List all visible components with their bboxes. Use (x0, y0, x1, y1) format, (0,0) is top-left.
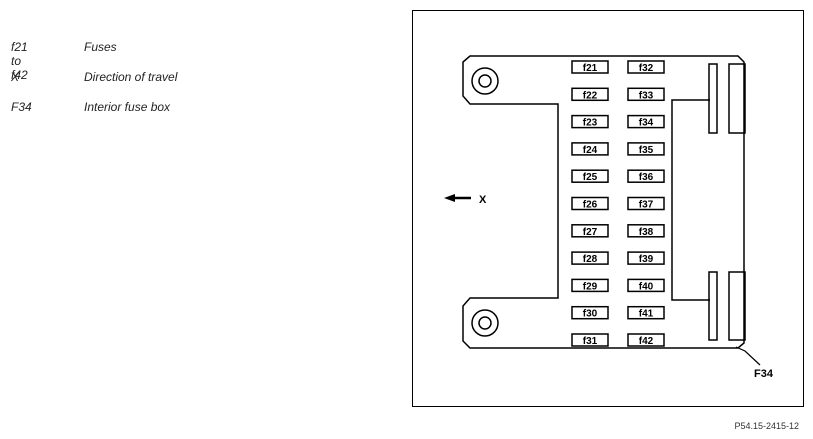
fuse-body (571, 169, 609, 183)
fuse-body (627, 251, 665, 265)
fuse-body (627, 114, 665, 129)
fuse-f40: f40 (627, 278, 665, 293)
fuse-body (571, 333, 609, 347)
mounting-hole-top (471, 67, 499, 95)
fuse-body (627, 169, 665, 183)
fuse-label: f29 (583, 281, 598, 292)
legend-description: Direction of travel (84, 70, 178, 84)
relay-slot-lower-outer (728, 271, 746, 341)
direction-arrow (444, 194, 471, 202)
fuse-label: f38 (639, 227, 654, 238)
fuse-label: f33 (639, 90, 654, 101)
fuse-label: f27 (583, 227, 598, 238)
fuse-body (571, 305, 609, 320)
fuse-f42: f42 (627, 333, 665, 347)
fuse-label: f26 (583, 200, 598, 211)
box-label: F34 (754, 368, 774, 380)
fuse-label: f25 (583, 172, 598, 183)
fuse-body (571, 142, 609, 156)
fuse-label: f41 (639, 309, 654, 320)
legend-key: F34 (11, 100, 32, 114)
fuse-f36: f36 (627, 169, 665, 183)
fuse-label: f31 (583, 336, 598, 347)
fuse-f24: f24 (571, 142, 609, 156)
fuse-body (571, 87, 609, 102)
fuse-f38: f38 (627, 224, 665, 238)
relay-slot-upper-outer (728, 63, 746, 134)
legend-description: Fuses (84, 40, 117, 54)
fuse-label: f37 (639, 200, 654, 211)
fuse-f25: f25 (571, 169, 609, 183)
fuse-f41: f41 (627, 305, 665, 320)
fuse-f23: f23 (571, 114, 609, 129)
fuse-f28: f28 (571, 251, 609, 265)
fuse-body (571, 114, 609, 129)
fuse-body (627, 333, 665, 347)
fuse-f29: f29 (571, 278, 609, 293)
legend-key: f21 to f42 (11, 40, 28, 82)
legend-key: X (11, 70, 20, 84)
fuse-body (571, 196, 609, 211)
relay-slot-lower-inner (708, 271, 718, 341)
fuse-label: f23 (583, 118, 598, 129)
fuse-f32: f32 (627, 60, 665, 74)
legend-description: Interior fuse box (84, 100, 171, 114)
fuse-label: f32 (639, 63, 654, 74)
fuse-label: f39 (639, 254, 654, 265)
relay-slot-upper-inner (708, 63, 718, 134)
fuse-box-recess (671, 99, 710, 301)
fuse-label: f42 (639, 336, 654, 347)
fuse-label: f40 (639, 281, 654, 292)
fuse-body (627, 305, 665, 320)
fuse-body (571, 224, 609, 238)
fuse-label: f21 (583, 63, 598, 74)
fuse-f37: f37 (627, 196, 665, 211)
fuse-label: f30 (583, 309, 598, 320)
fuse-f21: f21 (571, 60, 609, 74)
fuse-body (571, 60, 609, 74)
fuse-label: f22 (583, 90, 598, 101)
fuse-body (571, 278, 609, 293)
fuse-f22: f22 (571, 87, 609, 102)
fuse-f33: f33 (627, 87, 665, 102)
fuse-body (627, 196, 665, 211)
fuse-f39: f39 (627, 251, 665, 265)
fuse-label: f35 (639, 145, 654, 156)
mounting-hole-bottom (471, 309, 499, 337)
fuse-f26: f26 (571, 196, 609, 211)
fuse-f27: f27 (571, 224, 609, 238)
fuse-body (627, 224, 665, 238)
fuse-array: f21 f22 f23 f24 f25 f26 f27 f28 f29 f30 f31 f32 f33 f… (571, 60, 665, 347)
fuse-body (627, 87, 665, 102)
direction-label: X (479, 194, 487, 206)
fuse-f34: f34 (627, 114, 665, 129)
fuse-label: f36 (639, 172, 654, 183)
fuse-f35: f35 (627, 142, 665, 156)
box-leader-line (735, 346, 761, 366)
fuse-f31: f31 (571, 333, 609, 347)
fuse-body (627, 278, 665, 293)
diagram-frame (412, 10, 804, 407)
fuse-label: f34 (639, 118, 654, 129)
fuse-label: f28 (583, 254, 598, 265)
fuse-body (627, 60, 665, 74)
figure-reference: P54.15-2415-12 (734, 421, 799, 431)
fuse-body (571, 251, 609, 265)
fuse-body (627, 142, 665, 156)
fuse-label: f24 (583, 145, 598, 156)
fuse-box-outline (462, 55, 745, 349)
fuse-f30: f30 (571, 305, 609, 320)
